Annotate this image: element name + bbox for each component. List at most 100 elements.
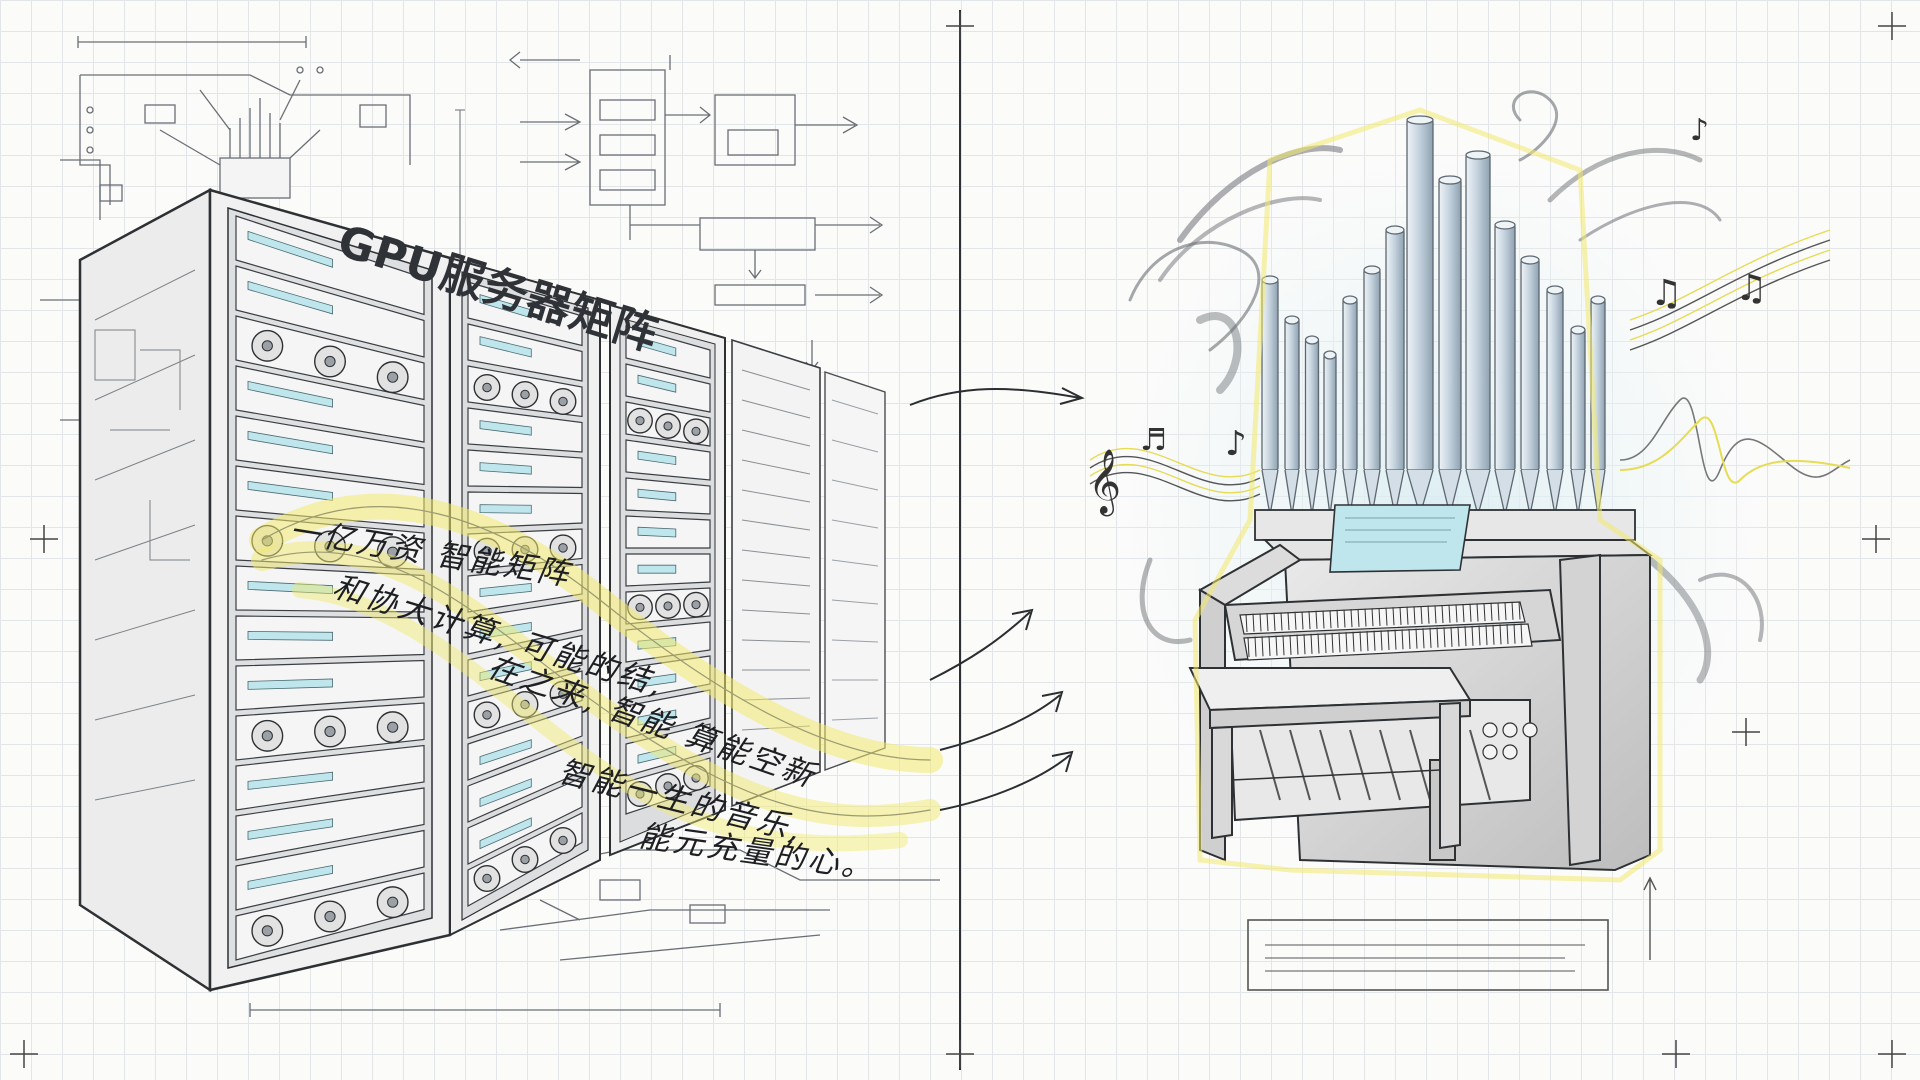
key — [1492, 624, 1495, 645]
pipe-top — [1438, 175, 1462, 185]
key — [1520, 623, 1523, 644]
organ-pipe — [1520, 259, 1540, 471]
fan-hub — [387, 721, 399, 733]
key — [1478, 625, 1481, 646]
fan-hub — [691, 600, 701, 610]
key — [1357, 608, 1360, 627]
key — [1457, 626, 1460, 647]
drive-bay — [247, 380, 334, 408]
key — [1275, 635, 1278, 656]
key — [1315, 610, 1318, 629]
fan-hub — [635, 416, 645, 426]
fan-hub — [663, 781, 673, 791]
pipe-top — [1465, 150, 1491, 160]
key — [1254, 636, 1257, 657]
drive-bay — [637, 450, 677, 466]
key — [1296, 634, 1299, 655]
key — [1450, 626, 1453, 647]
fan-hub — [482, 710, 492, 720]
pipe-top — [1385, 225, 1405, 235]
key — [1392, 607, 1395, 626]
key — [1261, 636, 1264, 657]
drive-bay — [637, 564, 677, 574]
fan-hub — [635, 789, 645, 799]
music-note-icon: ♪ — [1690, 113, 1709, 148]
key — [1247, 636, 1250, 658]
drive-bay — [637, 374, 677, 393]
fan-hub — [520, 854, 530, 865]
caption-box — [1247, 876, 1657, 991]
organ-pipe — [1261, 279, 1279, 471]
drive-bay — [479, 739, 532, 766]
key — [1455, 604, 1458, 623]
drive-bay — [247, 430, 334, 455]
organ-pipe — [1570, 329, 1586, 471]
drive-bay — [247, 280, 334, 315]
key — [1387, 629, 1390, 651]
key — [1378, 607, 1381, 626]
swirl-strokes — [1128, 90, 1764, 684]
key — [1513, 623, 1516, 644]
organ-pipe — [1494, 224, 1516, 471]
key — [1324, 633, 1327, 654]
key — [1511, 601, 1514, 620]
music-notes: 𝄞 ♪ ♫ ♪ ♫ ♬ — [1088, 113, 1767, 516]
key — [1329, 610, 1332, 629]
drive-bay — [479, 504, 532, 514]
organ-pipe — [1465, 154, 1491, 471]
fan-hub — [387, 371, 399, 383]
organ-pipe — [1304, 339, 1320, 471]
key — [1350, 609, 1353, 628]
key — [1303, 634, 1306, 655]
key — [1401, 629, 1404, 650]
fan-hub — [482, 546, 492, 556]
pipe-top — [1342, 295, 1358, 305]
fan-hub — [663, 601, 673, 611]
key — [1483, 603, 1486, 622]
drive-bay — [637, 488, 677, 502]
drive-bay — [247, 630, 334, 641]
key — [1429, 627, 1432, 648]
key — [1436, 627, 1439, 648]
key — [1504, 602, 1507, 621]
drive-bay — [479, 462, 532, 475]
key — [1380, 630, 1383, 651]
circuit-sketch — [40, 36, 940, 1017]
key — [1287, 612, 1290, 631]
fan-hub — [663, 421, 673, 431]
pipe-top — [1520, 255, 1540, 265]
fan-hub — [558, 396, 568, 407]
key — [1322, 610, 1325, 629]
organ-pipe — [1363, 269, 1381, 471]
key — [1448, 604, 1451, 623]
fan-hub — [482, 873, 492, 884]
key — [1422, 628, 1425, 649]
key — [1408, 628, 1411, 649]
key — [1406, 606, 1409, 625]
drive-bay — [479, 336, 532, 358]
key — [1317, 633, 1320, 654]
key — [1252, 613, 1255, 632]
fan-hub — [261, 340, 273, 352]
drive-bay — [479, 778, 532, 808]
drive-bay — [247, 818, 334, 840]
drive-bay — [479, 817, 532, 850]
key — [1245, 613, 1248, 633]
fan-hub — [520, 389, 530, 400]
music-note-icon: ♪ — [1225, 424, 1247, 464]
key — [1373, 630, 1376, 651]
key — [1352, 631, 1355, 652]
organ-pipe — [1438, 179, 1462, 471]
drive-bay — [247, 864, 334, 890]
key — [1280, 612, 1283, 631]
key — [1499, 624, 1502, 645]
key — [1336, 609, 1339, 628]
key — [1294, 611, 1297, 630]
key — [1268, 635, 1271, 656]
fan-hub — [558, 543, 568, 553]
pipe-top — [1570, 325, 1586, 335]
key — [1366, 631, 1369, 652]
drive-bay — [479, 582, 532, 598]
organ-pipe — [1406, 119, 1434, 471]
fan-hub — [635, 602, 645, 612]
